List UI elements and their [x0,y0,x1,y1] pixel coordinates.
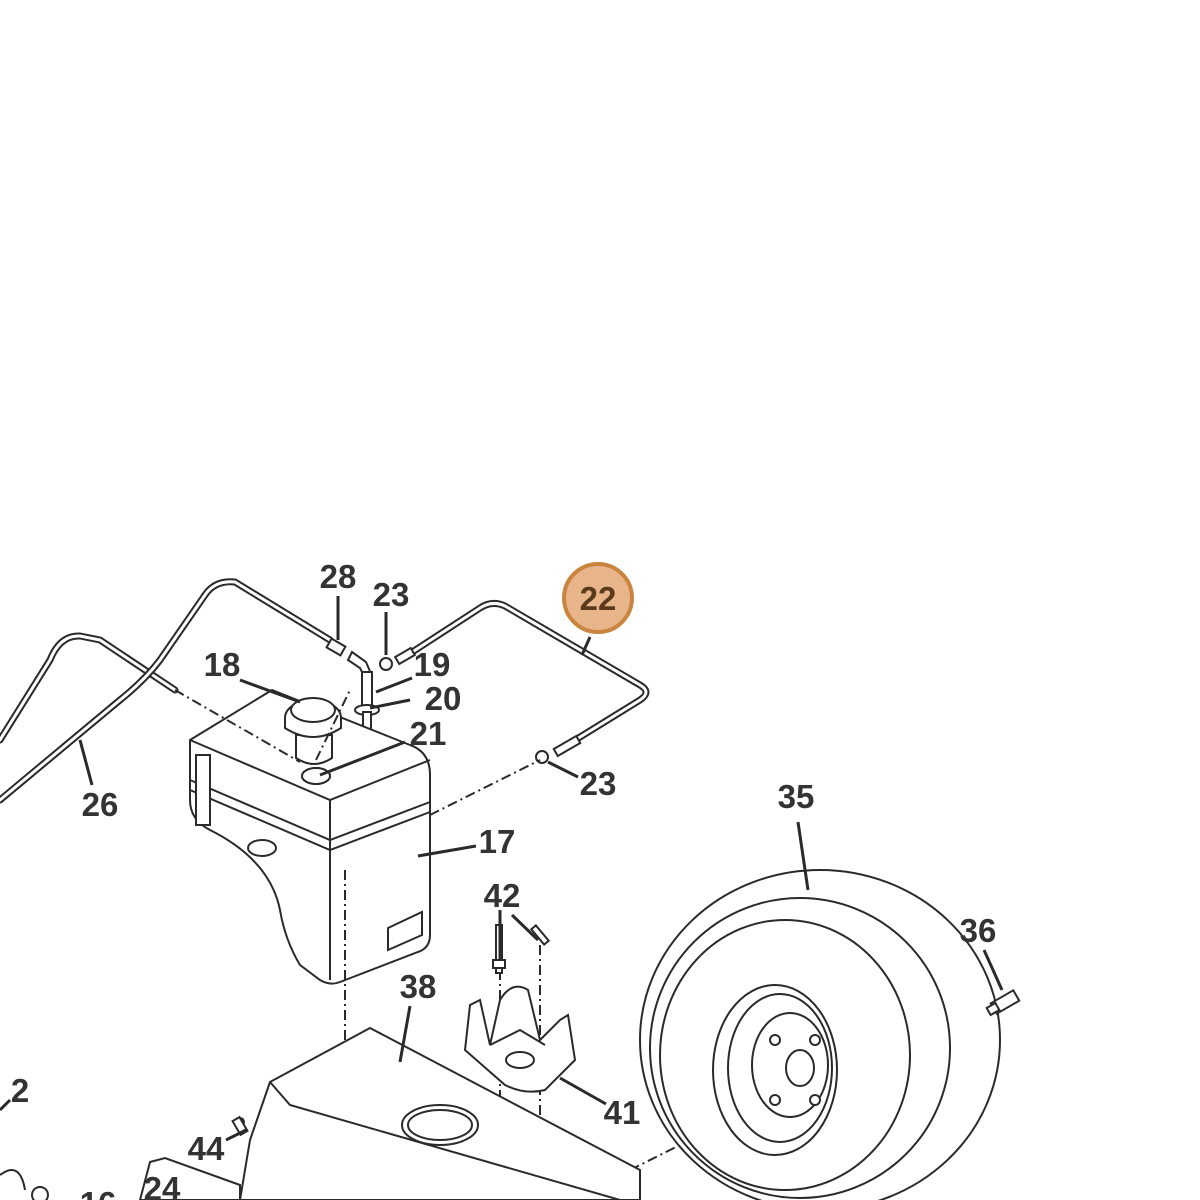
callout-19: 19 [414,646,451,683]
fuel-line-26[interactable] [0,578,334,804]
callout-44: 44 [188,1130,225,1167]
callout-17: 17 [479,823,516,860]
callout-21: 21 [410,715,447,752]
callout-42: 42 [484,877,521,914]
bracket-41[interactable] [463,985,577,1093]
wheel-35[interactable] [639,869,1001,1200]
callout-23-lower: 23 [580,765,617,802]
lug-bolt-36[interactable] [985,988,1021,1017]
callout-20: 20 [425,680,462,717]
callout-2: 2 [11,1072,29,1109]
fuel-line-22[interactable] [396,599,650,746]
callout-23-upper: 23 [373,576,410,613]
part-24[interactable] [0,1156,241,1200]
callout-35: 35 [778,778,815,815]
callout-28: 28 [320,558,357,595]
fuel-cap-18[interactable] [284,697,342,785]
callout-36: 36 [960,912,997,949]
callout-41: 41 [604,1094,641,1131]
callout-26: 26 [82,786,119,823]
leader-lines [0,596,1004,1142]
frame-38[interactable] [231,1026,641,1200]
highlight-badge-22[interactable]: 22 [562,562,634,634]
callout-38: 38 [400,968,437,1005]
callout-18: 18 [204,646,241,683]
callout-24: 24 [144,1170,181,1200]
callout-16: 16 [80,1185,117,1200]
fitting-28[interactable] [325,637,347,657]
clamp-23-lower[interactable] [535,734,582,764]
callout-labels: 28 23 19 18 20 21 23 26 17 35 42 36 38 4… [11,558,997,1200]
callout-22: 22 [580,580,617,617]
clamp-23-upper[interactable] [379,646,417,671]
